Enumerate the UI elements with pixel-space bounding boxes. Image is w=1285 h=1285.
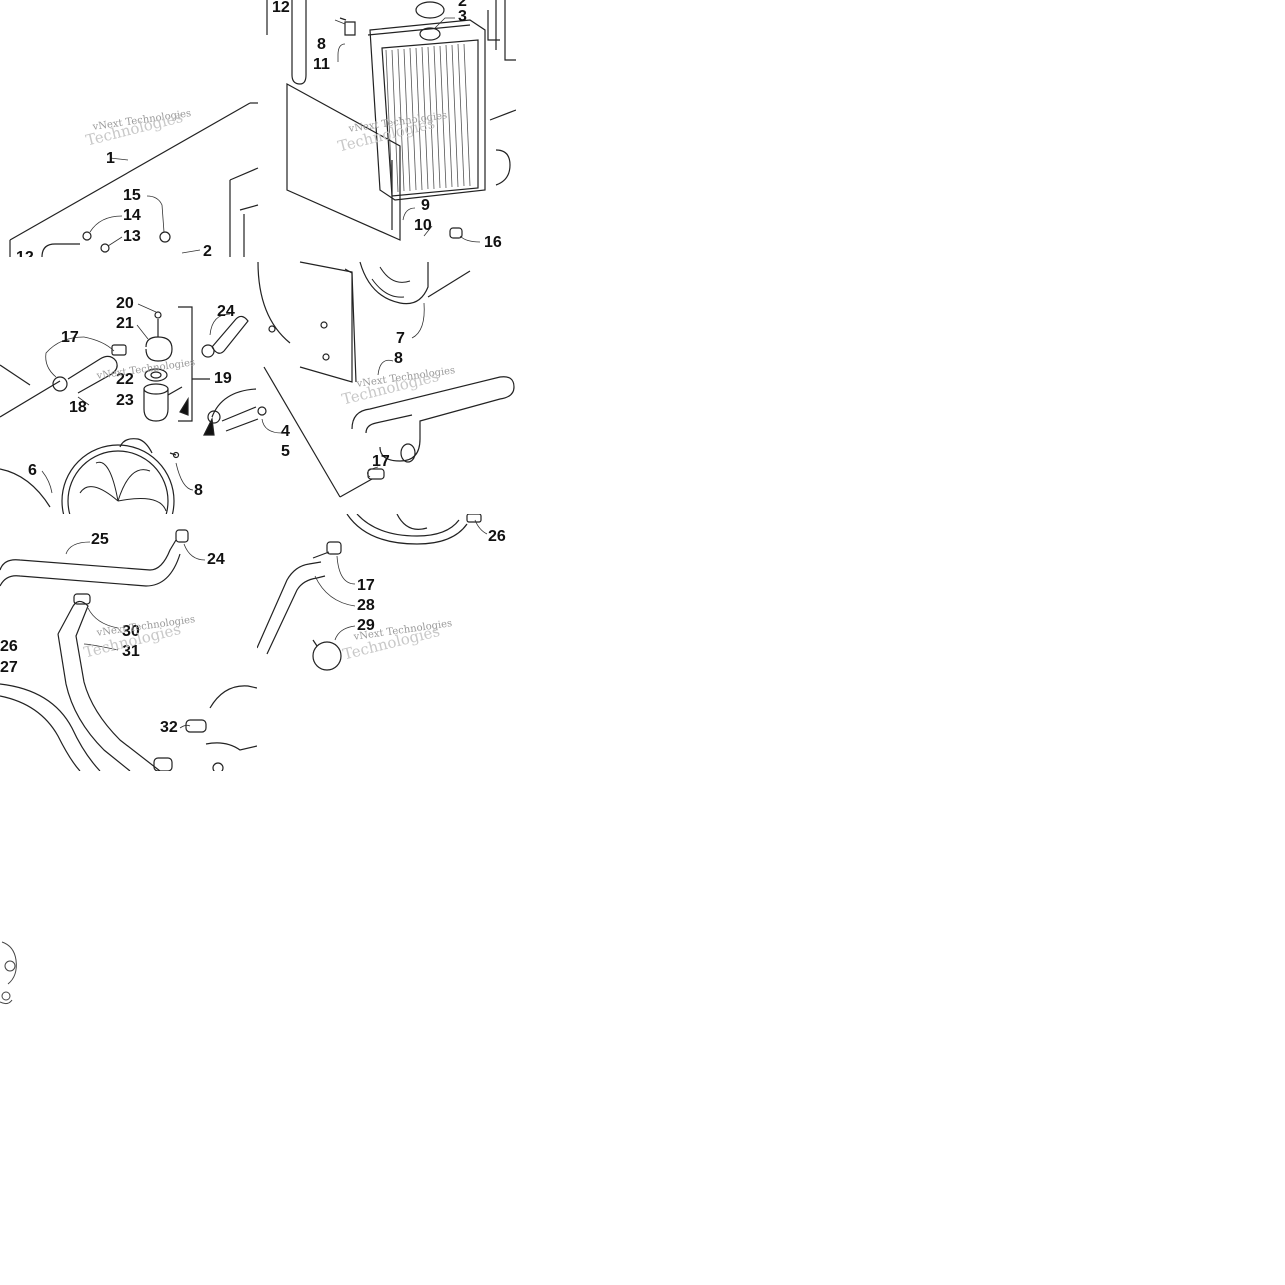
diagram-panel-thermostat: 20 21 24 17 22 18 23 19 4 5 6 8 7 8 17 v… (0, 257, 516, 514)
callout-17: 17 (61, 329, 79, 346)
callout-5: 5 (281, 443, 290, 460)
callout-7: 7 (396, 330, 405, 347)
hoses-right-illustration (257, 514, 488, 671)
callout-26: 26 (488, 528, 506, 545)
callout-26: 26 (0, 638, 18, 655)
callout-11: 11 (313, 56, 330, 73)
callout-22: 22 (116, 371, 134, 388)
thermostat-illustration (0, 261, 515, 514)
fragment-illustration (0, 941, 17, 1005)
callout-24: 24 (217, 303, 235, 320)
callout-20: 20 (116, 295, 134, 312)
callout-2: 2 (458, 0, 467, 10)
callout-14: 14 (123, 207, 141, 224)
diagram-panel-hoses-right: 26 17 28 29 vNext Technologies Technolog… (257, 514, 514, 771)
callout-25: 25 (91, 531, 109, 548)
callout-30: 30 (122, 623, 140, 640)
callout-3: 3 (458, 8, 467, 25)
callout-8b: 8 (394, 350, 403, 367)
hoses-left-illustration (0, 529, 257, 771)
callout-13: 13 (123, 228, 141, 245)
callout-9: 9 (421, 197, 430, 214)
diagram-fragment (0, 936, 24, 1010)
callout-19: 19 (214, 370, 232, 387)
callout-21: 21 (116, 315, 134, 332)
callout-32: 32 (160, 719, 178, 736)
callout-31: 31 (122, 643, 140, 660)
callout-1: 1 (106, 150, 115, 167)
callout-18: 18 (69, 399, 87, 416)
callout-4: 4 (281, 423, 290, 440)
radiator-illustration (9, 0, 516, 257)
callout-27: 27 (0, 659, 18, 676)
callout-17b: 17 (372, 453, 390, 470)
callout-17: 17 (357, 577, 375, 594)
callout-28: 28 (357, 597, 375, 614)
callout-16: 16 (484, 234, 502, 251)
callout-12: 12 (272, 0, 290, 16)
callout-29: 29 (357, 617, 375, 634)
callout-8: 8 (317, 36, 326, 53)
callout-23: 23 (116, 392, 134, 409)
diagram-panel-hoses-left: 25 24 30 31 26 27 32 vNext Technologies … (0, 514, 257, 771)
callout-10: 10 (414, 217, 432, 234)
callout-24: 24 (207, 551, 225, 568)
diagram-panel-radiator: 12 2 3 8 11 1 15 14 13 2 12 9 10 16 vNex… (0, 0, 516, 257)
callout-12b: 12 (16, 250, 34, 258)
callout-15: 15 (123, 187, 141, 204)
callout-8: 8 (194, 482, 203, 499)
callout-6: 6 (28, 462, 37, 479)
callout-2b: 2 (203, 243, 212, 258)
